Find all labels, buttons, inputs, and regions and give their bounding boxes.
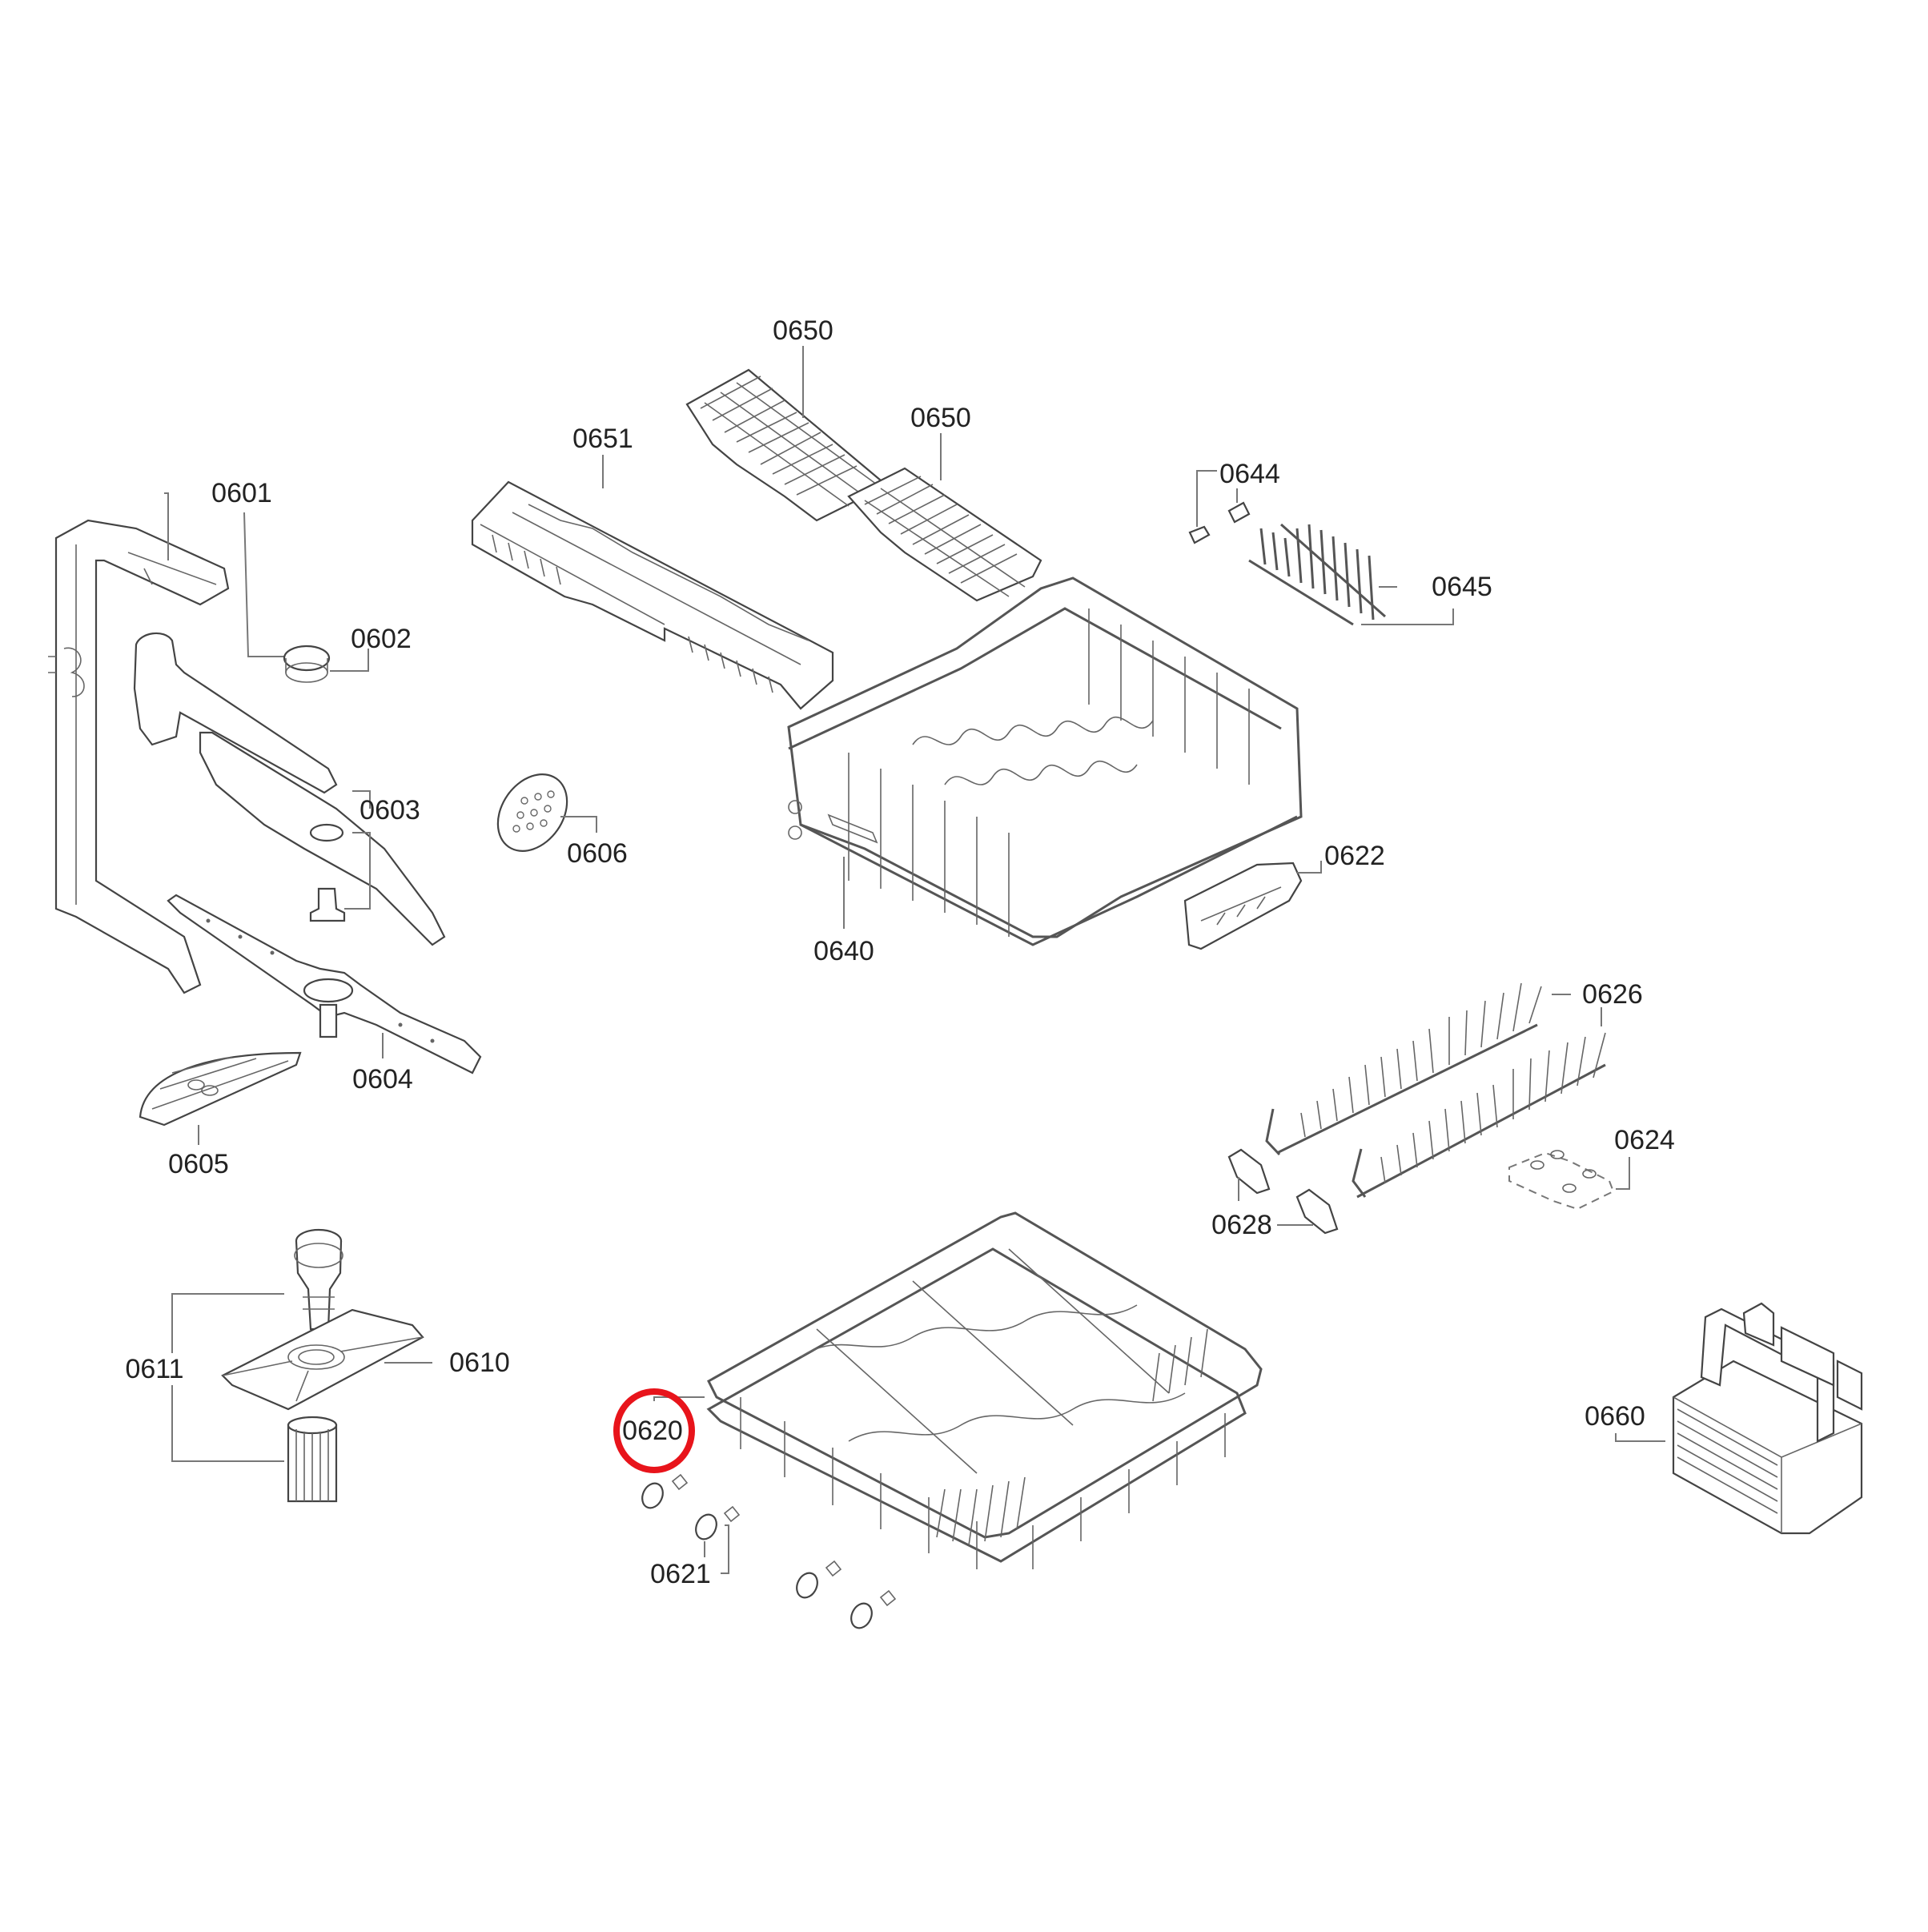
part-0605-drawing (139, 1051, 302, 1145)
part-0624-drawing (1508, 1150, 1630, 1211)
part-label-0603[interactable]: 0603 (359, 795, 420, 825)
part-label-0645[interactable]: 0645 (1432, 572, 1492, 602)
part-0621-drawing (641, 1473, 897, 1629)
part-0611-drawing (171, 1228, 343, 1503)
part-0626-drawing (1265, 982, 1606, 1199)
part-0604-drawing (167, 894, 482, 1074)
part-label-0602[interactable]: 0602 (351, 624, 412, 654)
part-label-0650b[interactable]: 0650 (910, 403, 971, 433)
part-0660-drawing (1615, 1302, 1863, 1535)
part-label-0624[interactable]: 0624 (1614, 1125, 1675, 1155)
part-0640-drawing (787, 576, 1303, 946)
part-label-0640[interactable]: 0640 (813, 936, 874, 966)
part-0610-drawing (221, 1308, 432, 1411)
part-0650b-drawing (847, 433, 1042, 602)
part-0606-drawing (496, 773, 597, 852)
part-0650-drawing (685, 346, 882, 522)
part-0645-drawing (1248, 523, 1454, 626)
part-label-0651[interactable]: 0651 (572, 424, 633, 454)
part-label-0660[interactable]: 0660 (1585, 1401, 1645, 1432)
part-0603-drawing (133, 632, 446, 946)
part-label-0604[interactable]: 0604 (352, 1064, 413, 1095)
part-0601-drawing (48, 492, 288, 994)
part-label-0610[interactable]: 0610 (449, 1348, 510, 1378)
part-0651-drawing (471, 455, 834, 710)
highlight-circle-0620 (613, 1388, 695, 1473)
part-label-0622[interactable]: 0622 (1324, 841, 1385, 871)
part-label-0606[interactable]: 0606 (567, 838, 628, 869)
part-label-0644[interactable]: 0644 (1219, 459, 1280, 489)
part-label-0650[interactable]: 0650 (773, 315, 833, 346)
part-label-0601[interactable]: 0601 (211, 478, 272, 508)
part-label-0621[interactable]: 0621 (650, 1559, 711, 1589)
part-label-0626[interactable]: 0626 (1582, 979, 1643, 1010)
part-0620-drawing (653, 1211, 1263, 1569)
part-0602-drawing (283, 645, 369, 683)
part-label-0611[interactable]: 0611 (125, 1354, 184, 1384)
part-label-0605[interactable]: 0605 (168, 1149, 229, 1179)
part-0622-drawing (1183, 861, 1322, 950)
part-label-0628[interactable]: 0628 (1211, 1210, 1272, 1240)
part-0644-drawing (1188, 470, 1251, 544)
part-0628-drawing (1227, 1148, 1339, 1235)
